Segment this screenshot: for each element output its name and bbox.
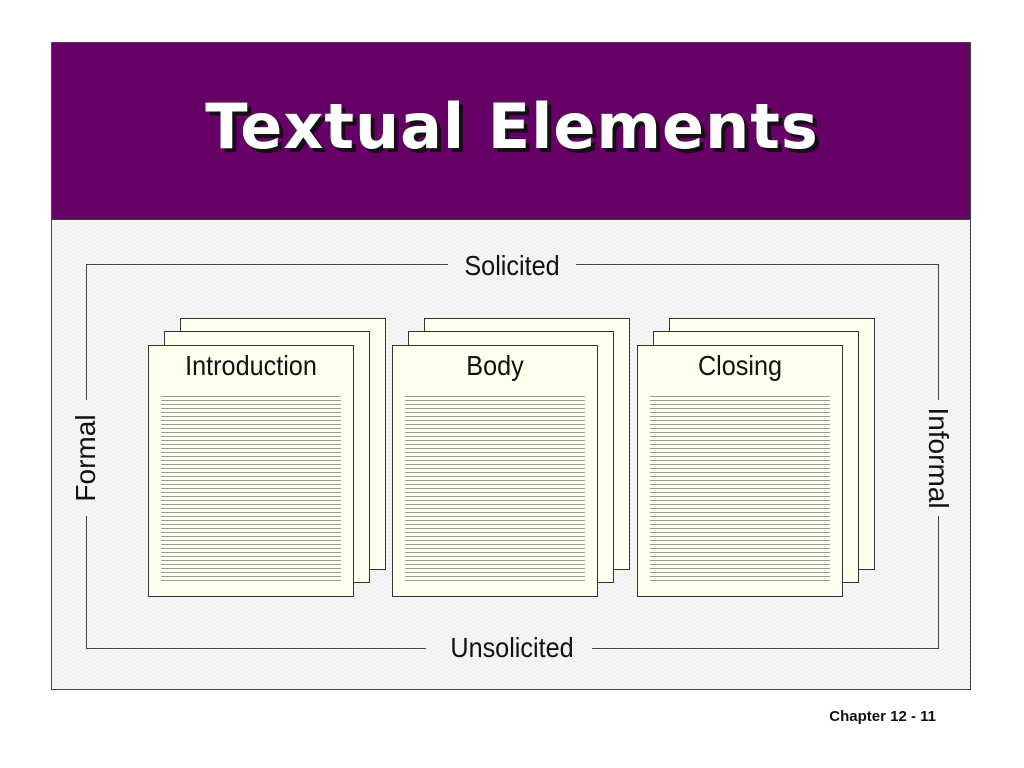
bracket-right-bottom-line: [938, 516, 939, 649]
solicited-label: Solicited: [464, 250, 560, 281]
paper-front: Introduction: [148, 345, 354, 597]
formal-label: Formal: [70, 414, 101, 502]
bracket-left-top-line: [86, 264, 87, 400]
unsolicited-label: Unsolicited: [450, 632, 574, 663]
ruled-lines: [161, 396, 341, 584]
bracket-top-right-line: [576, 264, 938, 265]
page-label-body: Body: [466, 350, 524, 381]
bracket-right-top-line: [938, 264, 939, 400]
bracket-left-bottom-line: [86, 516, 87, 649]
paper-front: Body: [392, 345, 598, 597]
slide-footer: Chapter 12 - 11: [829, 708, 936, 725]
bracket-top-left-line: [86, 264, 448, 265]
slide-title: Textual Elements: [205, 90, 819, 163]
paper-front: Closing: [637, 345, 843, 597]
title-bar: [51, 42, 971, 220]
bracket-bottom-right-line: [592, 648, 938, 649]
ruled-lines: [650, 396, 830, 584]
bracket-bottom-left-line: [86, 648, 426, 649]
page-label-closing: Closing: [697, 350, 783, 381]
ruled-lines: [405, 396, 585, 584]
page-label-introduction: Introduction: [185, 350, 317, 381]
informal-label: Informal: [923, 407, 954, 509]
